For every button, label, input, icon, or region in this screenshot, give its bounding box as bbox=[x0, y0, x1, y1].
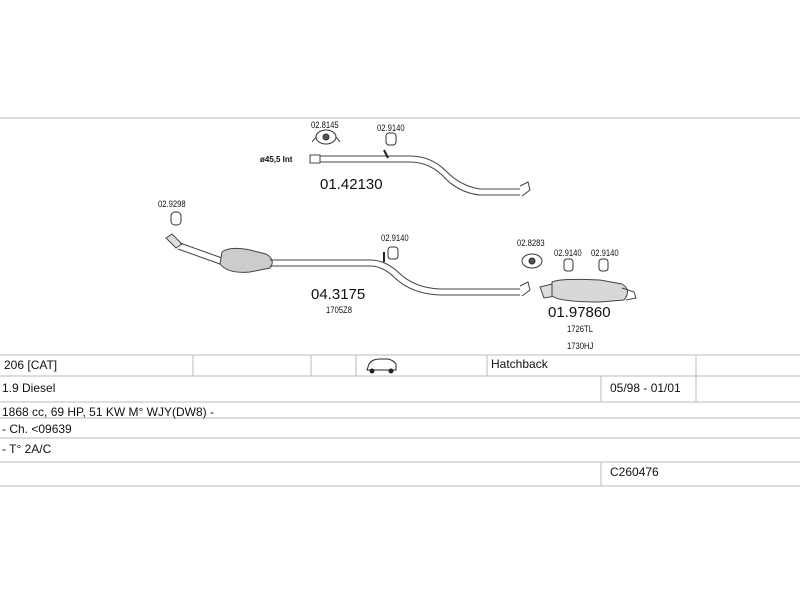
clamp-02-9298-icon bbox=[170, 211, 182, 226]
clamp-code-label: 02.9140 bbox=[554, 248, 582, 258]
oem-number-label: 1726TL bbox=[567, 324, 593, 334]
clamp-code-label: 02.8283 bbox=[517, 238, 545, 248]
pipe-04-3175 bbox=[165, 233, 531, 297]
model-cell: 206 [CAT] bbox=[4, 358, 58, 372]
clamp-02-9140-icon-3 bbox=[563, 258, 574, 272]
hatchback-car-icon bbox=[366, 358, 397, 374]
chassis-cell: - Ch. <09639 bbox=[2, 422, 72, 436]
clamp-02-8283-icon bbox=[521, 253, 543, 269]
catalog-code-cell: C260476 bbox=[610, 465, 659, 479]
spec-cell: 1868 cc, 69 HP, 51 KW M° WJY(DW8) - bbox=[2, 405, 214, 419]
pipe-01-97860 bbox=[539, 278, 637, 303]
part-number-label: 01.97860 bbox=[548, 304, 611, 321]
oem-number-label: 1705Z8 bbox=[326, 305, 352, 315]
note-cell: - T° 2A/C bbox=[2, 442, 52, 456]
oem-number-label: 1730HJ bbox=[567, 341, 594, 351]
clamp-02-9140-icon-2 bbox=[383, 246, 399, 262]
pipe-01-42130 bbox=[309, 154, 531, 197]
clamp-02-9140-icon-4 bbox=[598, 258, 609, 272]
clamp-code-label: 02.9140 bbox=[377, 123, 405, 133]
clamp-02-8145-icon bbox=[311, 129, 341, 145]
clamp-02-9140-icon-1 bbox=[383, 132, 397, 159]
period-cell: 05/98 - 01/01 bbox=[610, 381, 681, 395]
part-number-label: 01.42130 bbox=[320, 176, 383, 193]
clamp-code-label: 02.9140 bbox=[591, 248, 619, 258]
body-type-cell: Hatchback bbox=[491, 357, 548, 371]
clamp-code-label: 02.9140 bbox=[381, 233, 409, 243]
clamp-code-label: 02.8145 bbox=[311, 120, 339, 130]
engine-cell: 1.9 Diesel bbox=[2, 381, 56, 395]
clamp-code-label: 02.9298 bbox=[158, 199, 186, 209]
inlet-diameter-label: ø45,5 Int bbox=[260, 155, 293, 164]
part-number-label: 04.3175 bbox=[311, 286, 366, 303]
